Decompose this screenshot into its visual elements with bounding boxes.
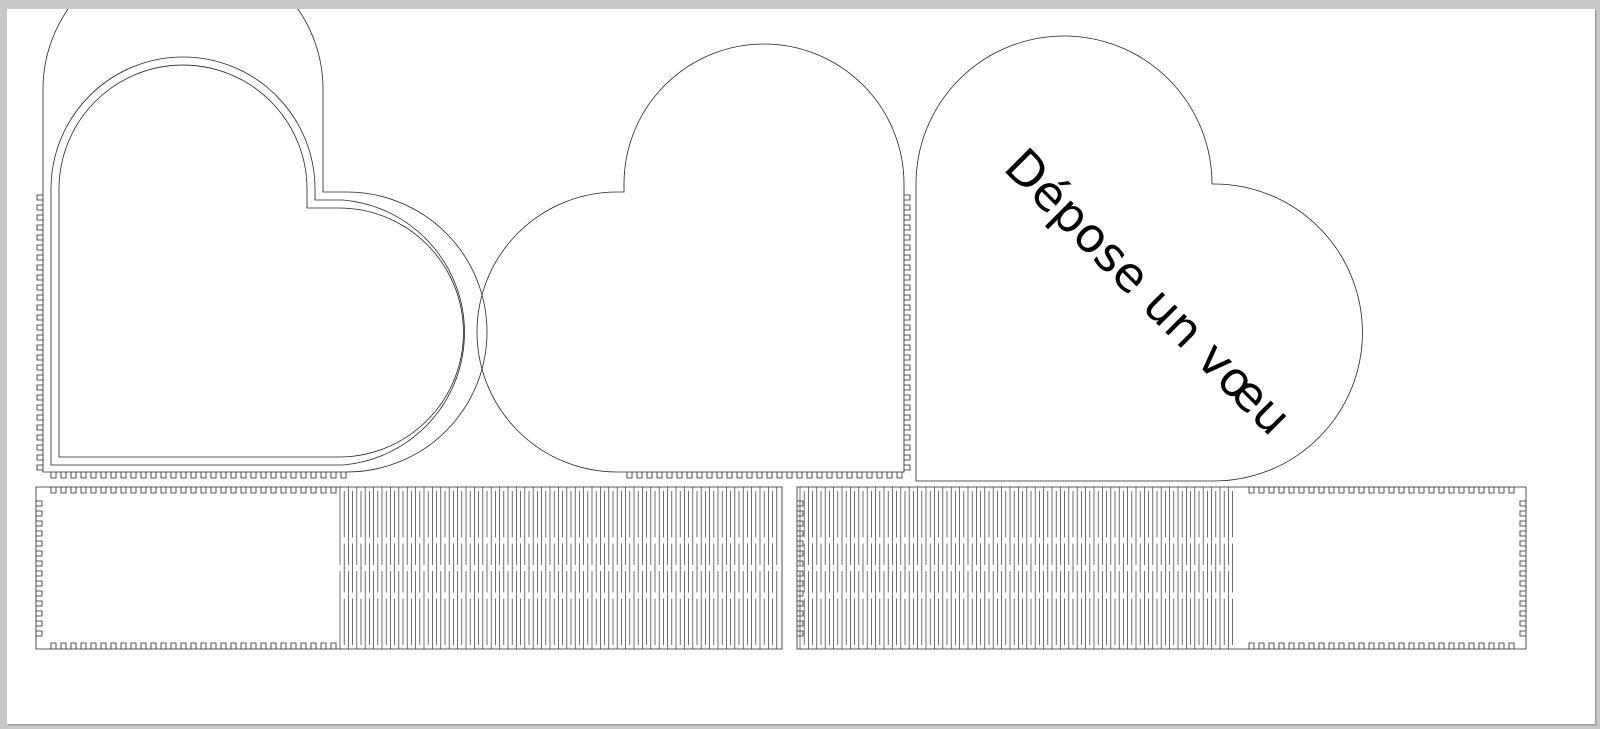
side-band-right[interactable] — [796, 486, 1527, 650]
heart-frame-left-tabs — [36, 194, 43, 471]
document-page: Dépose un vœu — [7, 9, 1595, 724]
side-band-right-outline — [796, 486, 1527, 650]
heart-lid-outline — [915, 35, 1363, 482]
heart-frame-cutout-outline — [58, 64, 464, 458]
side-band-left[interactable] — [35, 486, 783, 650]
heart-frame-inner-outline — [50, 56, 465, 466]
side-band-left-top-tabs — [50, 487, 337, 494]
living-hinge-right — [799, 487, 1233, 649]
heart-base-outline — [476, 43, 905, 473]
heart-frame-bottom-tabs — [50, 472, 347, 479]
side-band-right-end-tabs — [1519, 500, 1526, 637]
laser-cut-drawing: Dépose un vœu — [35, 9, 1527, 650]
heart-base-right-tabs — [904, 194, 911, 471]
heart-lid-piece[interactable]: Dépose un vœu — [915, 35, 1363, 482]
side-band-left-outline — [35, 486, 783, 650]
heart-frame-outer-outline — [42, 9, 488, 473]
side-band-right-start-tabs — [797, 500, 804, 637]
side-band-right-top-tabs — [1248, 487, 1515, 494]
side-band-left-end-tabs — [36, 500, 43, 637]
heart-frame-piece[interactable] — [36, 9, 488, 479]
living-hinge-left — [339, 487, 778, 649]
side-band-right-bottom-tabs — [1248, 642, 1515, 649]
heart-base-piece[interactable] — [476, 43, 911, 479]
side-band-left-bottom-tabs — [50, 642, 337, 649]
engraved-wish-text: Dépose un vœu — [994, 138, 1302, 446]
heart-base-bottom-tabs — [626, 472, 903, 479]
